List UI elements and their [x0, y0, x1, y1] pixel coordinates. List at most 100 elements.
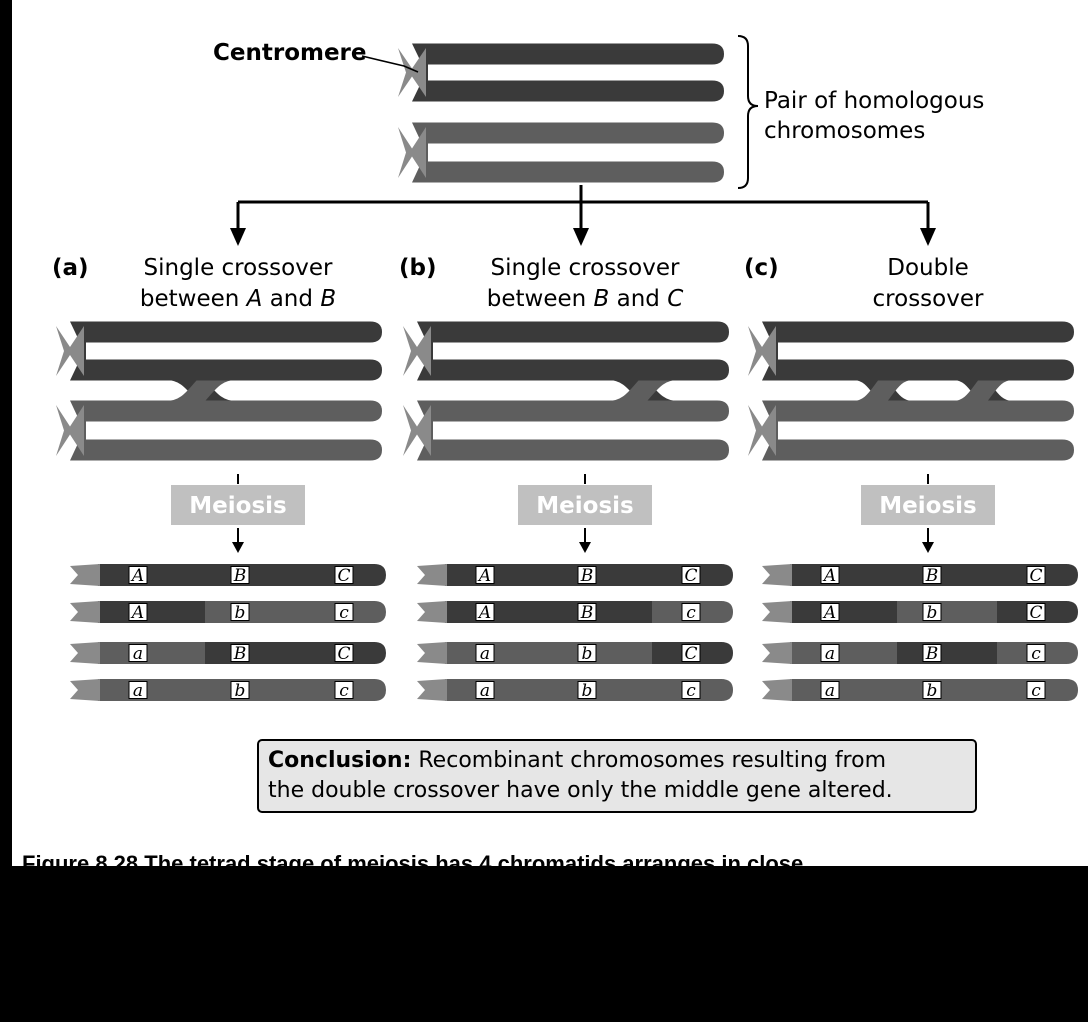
centromere [762, 564, 792, 586]
panel-c-upper [748, 321, 1074, 381]
product-gene-B-box [922, 644, 942, 662]
branch-connector [238, 185, 928, 204]
segment-0 [98, 679, 206, 701]
product-gene-B: B [925, 566, 939, 586]
panel-title-part-3: C [667, 286, 683, 312]
centromere [762, 679, 792, 701]
product-gene-c-box [681, 681, 701, 699]
meiosis-box [518, 485, 652, 525]
centromere [762, 601, 792, 623]
centromere [70, 564, 100, 586]
branch-arrow-head-1 [573, 228, 589, 246]
upper-homolog-arm-0 [426, 43, 724, 65]
panel-a-lower-centromere [56, 405, 84, 456]
panel-title-line2-c: crossover [873, 286, 984, 312]
product-gene-b: b [235, 681, 246, 701]
product-chromosome-3: a b c [70, 679, 386, 701]
product-gene-c-box [1026, 681, 1046, 699]
product-gene-b: b [927, 681, 938, 701]
product-gene-B: B [580, 566, 594, 586]
panel-c-upper-centromere [748, 326, 776, 376]
segment-0 [98, 642, 206, 664]
centromere-label: Centromere [213, 40, 367, 66]
meiosis-label: Meiosis [189, 493, 286, 519]
product-gene-b-box [577, 681, 597, 699]
lower-homolog-arm-1 [426, 161, 724, 183]
meiosis-arrow-head [579, 542, 591, 553]
segment-0 [445, 642, 553, 664]
panel-a-lower-arm-0 [84, 400, 382, 422]
panel-title-line2-a: between A and B [140, 286, 336, 312]
product-gene-C-box [681, 566, 701, 584]
product-gene-B: B [925, 644, 939, 664]
panel-b-upper-arm-1 [431, 359, 729, 381]
segment-0 [790, 564, 898, 586]
panel-title-line1-b: Single crossover [491, 255, 680, 281]
end-cap [374, 679, 386, 701]
panel-a-upper-arm-1 [84, 359, 382, 381]
upper-homolog-centromere [398, 48, 426, 97]
panel-title-part-1: B [594, 286, 610, 312]
panel-a-upper-arm-0 [84, 321, 382, 343]
product-gene-c: c [339, 681, 349, 701]
product-gene-c: c [686, 603, 696, 623]
product-gene-A-box [820, 603, 840, 621]
segment-0 [445, 564, 553, 586]
panel-b-upper [403, 321, 729, 381]
meiosis-label: Meiosis [536, 493, 633, 519]
product-gene-b: b [582, 681, 593, 701]
product-gene-a: a [133, 681, 143, 701]
segment-1 [552, 564, 653, 586]
centromere [417, 679, 447, 701]
lower-homolog-centromere [398, 127, 426, 178]
segment-1 [897, 564, 998, 586]
meiosis-arrow-head [922, 542, 934, 553]
product-gene-C: C [1029, 603, 1042, 623]
product-gene-c: c [1031, 681, 1041, 701]
product-gene-C: C [684, 644, 697, 664]
panel-title-line1-a: Single crossover [144, 255, 333, 281]
conclusion-rest: Recombinant chromosomes resulting from [411, 748, 886, 773]
end-cap [1066, 564, 1078, 586]
end-cap [1066, 679, 1078, 701]
conclusion-line2: the double crossover have only the middl… [268, 778, 893, 803]
panel-c-lower-arm-0 [776, 400, 1074, 422]
figure-background [12, 0, 1088, 866]
conclusion-box: Conclusion: Recombinant chromosomes resu… [257, 739, 977, 813]
homologous-brace [737, 35, 759, 189]
panel-title-line1-c: Double [887, 255, 969, 281]
panel-title-part-2: and [262, 286, 320, 312]
product-gene-C-box [334, 566, 354, 584]
product-gene-a-box [475, 644, 495, 662]
product-gene-C: C [684, 566, 697, 586]
product-gene-A-box [475, 566, 495, 584]
segment-0 [790, 601, 898, 623]
figure-caption: Figure 8.28 The tetrad stage of meiosis … [22, 851, 804, 866]
product-gene-c: c [1031, 644, 1041, 664]
segment-1 [897, 601, 998, 623]
product-gene-b: b [927, 603, 938, 623]
panel-letter-a: (a) [52, 255, 89, 281]
segment-0 [790, 642, 898, 664]
product-gene-A-box [128, 603, 148, 621]
segment-0 [98, 601, 206, 623]
meiosis-crossover-diagram: ABCABCabcabcCentromerePair of homologous… [52, 35, 1078, 813]
product-gene-C-box [1026, 566, 1046, 584]
product-gene-a-box [820, 644, 840, 662]
product-gene-A: A [130, 603, 144, 623]
segment-1 [897, 679, 998, 701]
centromere [762, 642, 792, 664]
panel-title-part-0: between [487, 286, 594, 312]
panel-c-lower-centromere [748, 405, 776, 456]
product-gene-a: a [480, 644, 490, 664]
product-gene-B-box [577, 603, 597, 621]
product-gene-A: A [822, 566, 836, 586]
upper-homolog [398, 43, 724, 102]
panel-title-part-2: and [609, 286, 667, 312]
product-gene-C-box [334, 644, 354, 662]
end-cap [721, 564, 733, 586]
